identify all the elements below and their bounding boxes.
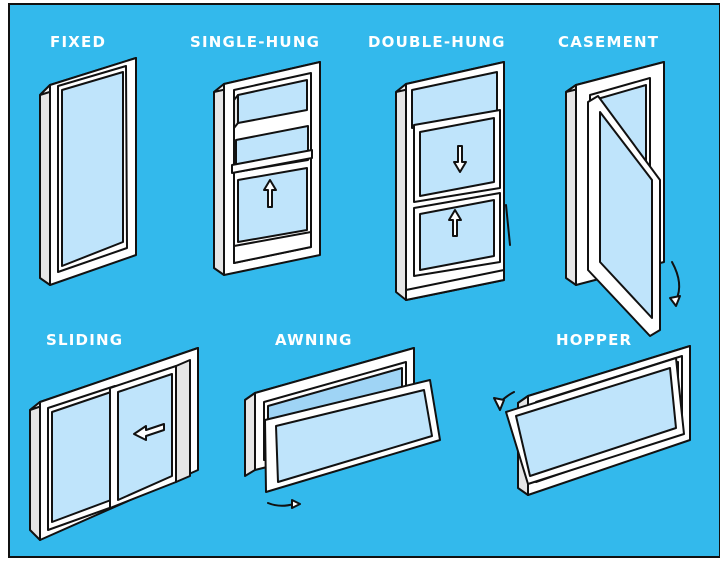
- label-casement: CASEMENT: [558, 33, 659, 51]
- double-hung-window-icon: [395, 61, 511, 301]
- single-hung-window-icon: [213, 61, 321, 276]
- fixed-window-icon: [39, 57, 137, 286]
- label-awning: AWNING: [275, 331, 353, 349]
- awning-window-icon: [244, 347, 441, 509]
- label-single-hung: SINGLE-HUNG: [190, 33, 320, 51]
- sliding-window-icon: [29, 347, 199, 541]
- hopper-window-icon: [493, 345, 691, 496]
- casement-window-icon: [565, 61, 681, 337]
- label-double-hung: DOUBLE-HUNG: [368, 33, 506, 51]
- label-hopper: HOPPER: [556, 331, 632, 349]
- label-fixed: FIXED: [50, 33, 106, 51]
- label-sliding: SLIDING: [46, 331, 123, 349]
